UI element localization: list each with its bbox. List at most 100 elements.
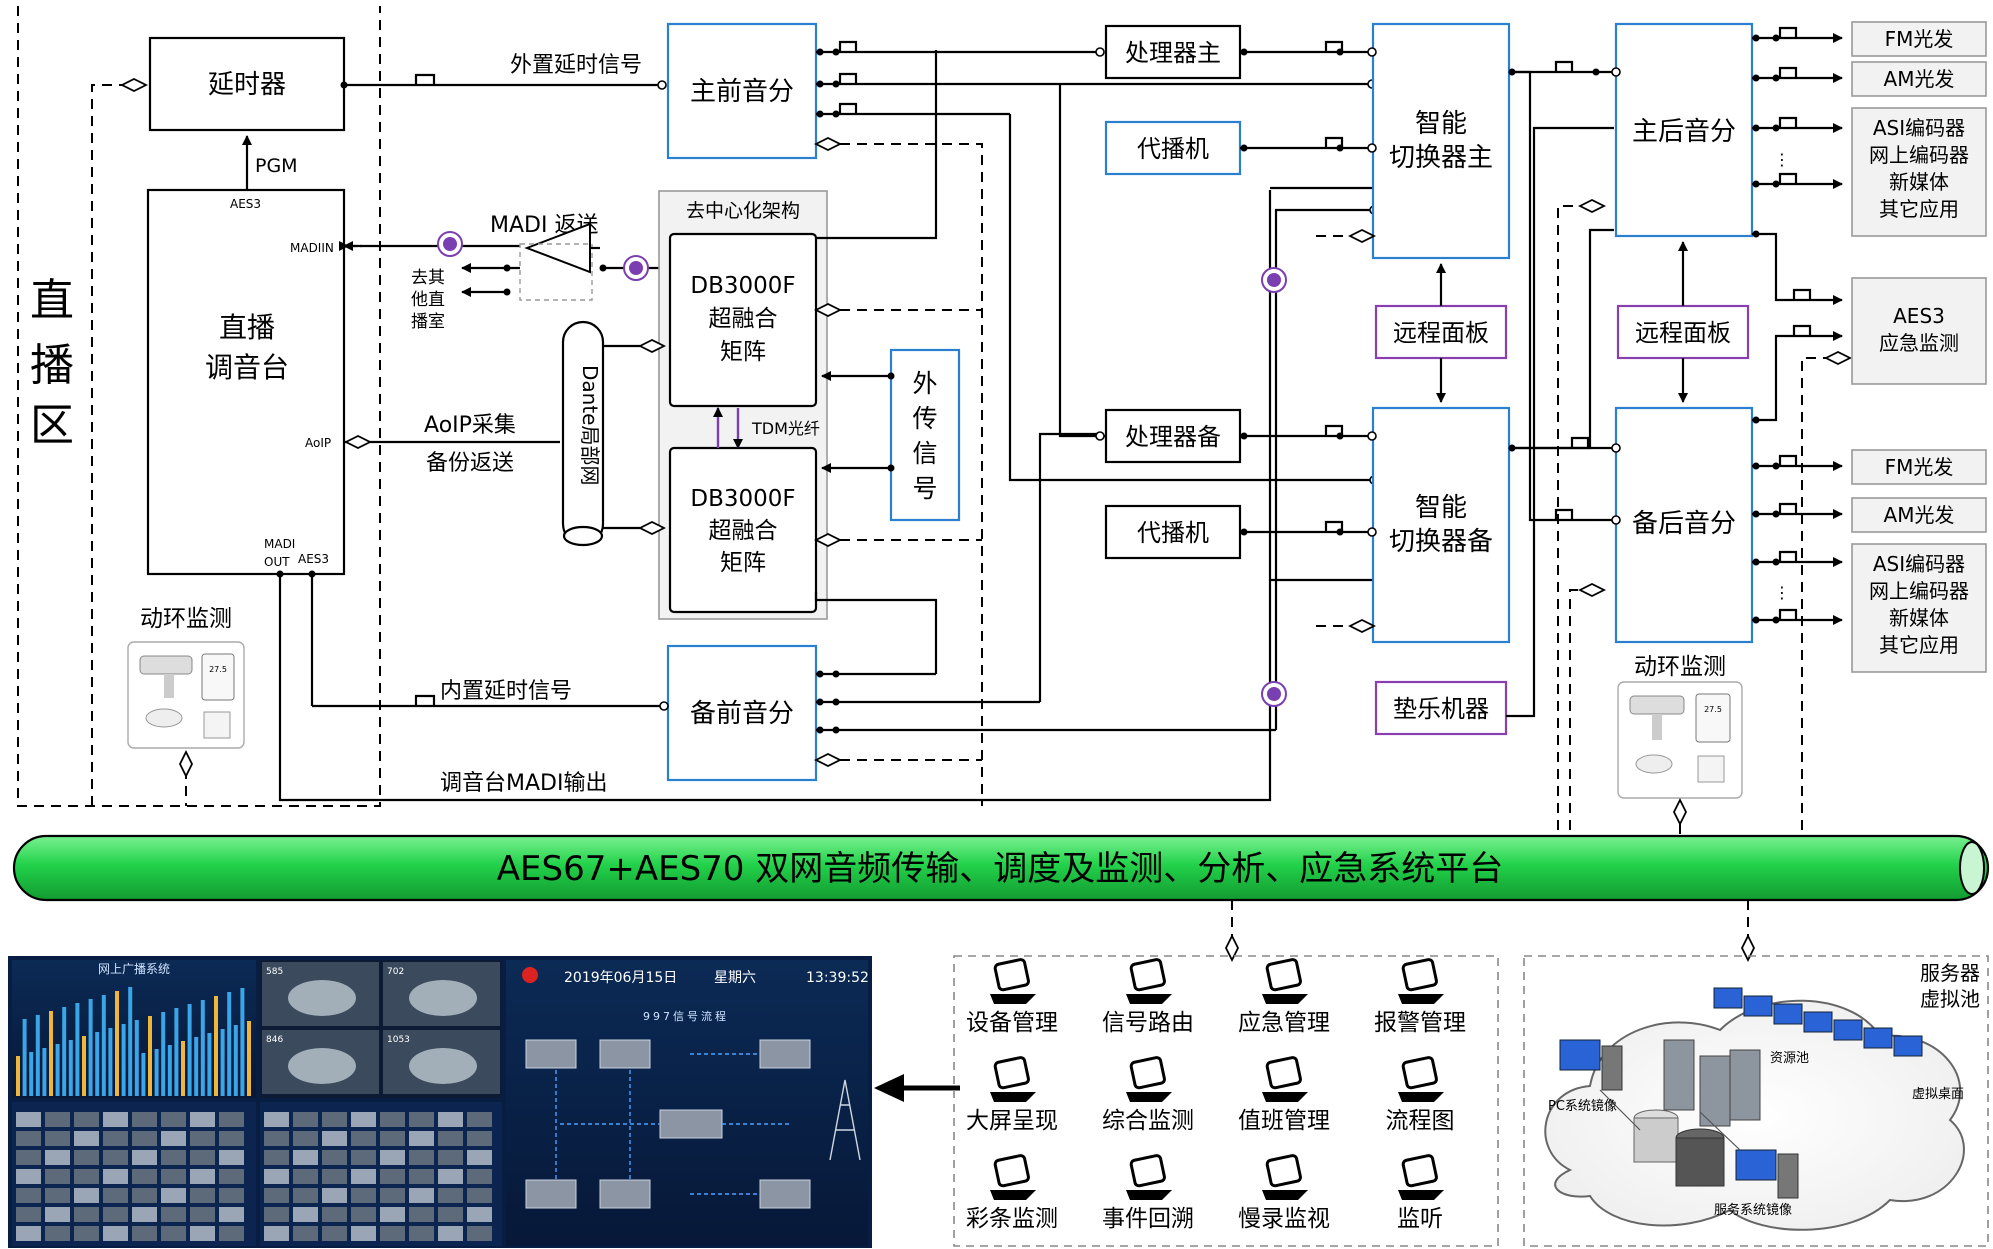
workstation-label: 监听: [1397, 1206, 1443, 1232]
workstation-label: 综合监测: [1102, 1108, 1194, 1134]
server-title-l1: 服务器: [1920, 961, 1980, 985]
workstation-7[interactable]: 值班管理: [1238, 1056, 1330, 1134]
switcher-to-rear: [1508, 60, 1621, 830]
server-pool-label: 资源池: [1770, 1051, 1809, 1066]
am-tx-bottom[interactable]: [1851, 497, 1987, 533]
workstation-frame: [953, 955, 1499, 1247]
console-label-line1: 直播: [219, 311, 275, 344]
delay-label: 延时器: [208, 70, 286, 100]
to-other-line2: 他直: [411, 290, 445, 310]
db1-line1: DB3000F: [690, 273, 795, 299]
backup-front-splitter[interactable]: [666, 644, 818, 782]
workstation-label: 流程图: [1386, 1108, 1455, 1134]
workstation-label: 信号路由: [1102, 1010, 1194, 1036]
aoip-port: AoIP: [305, 436, 331, 450]
encoders-top[interactable]: [1851, 107, 1987, 237]
ext-signal-box[interactable]: [889, 348, 961, 522]
workstation-1[interactable]: 设备管理: [966, 958, 1058, 1036]
delay-box[interactable]: [148, 36, 346, 132]
fm-tx-bottom-label: FM光发: [1885, 455, 1954, 479]
fm-tx-top-label: FM光发: [1885, 27, 1954, 51]
backup-front-label: 备前音分: [690, 699, 794, 729]
encoders-bottom[interactable]: [1851, 543, 1987, 673]
workstation-5[interactable]: 大屏呈现: [966, 1056, 1058, 1134]
main-front-splitter[interactable]: [666, 22, 818, 160]
main-rear-label: 主后音分: [1632, 117, 1736, 147]
db1-line3: 矩阵: [720, 339, 766, 365]
workstation-3[interactable]: 应急管理: [1238, 958, 1330, 1036]
decentral-label: 去中心化架构: [686, 200, 800, 222]
workstation-10[interactable]: 事件回溯: [1102, 1154, 1194, 1232]
smart-switcher-main[interactable]: [1371, 22, 1511, 260]
db1-line2: 超融合: [709, 306, 778, 332]
db2-line2: 超融合: [709, 518, 778, 544]
workstation-11[interactable]: 慢录监视: [1238, 1154, 1330, 1232]
workstation-9[interactable]: 彩条监测: [966, 1154, 1058, 1232]
processor-main-label: 处理器主: [1125, 39, 1221, 67]
env-monitor-left[interactable]: 27.5: [127, 641, 245, 749]
remote-panel-2[interactable]: [1616, 304, 1750, 360]
svg-text:846: 846: [266, 1035, 283, 1045]
aes3-top-port: AES3: [230, 197, 261, 211]
backup-rear-splitter[interactable]: [1614, 406, 1754, 644]
workstation-label: 应急管理: [1238, 1010, 1330, 1036]
bus-label: AES67+AES70 双网音频传输、调度及监测、分析、应急系统平台: [497, 849, 1503, 889]
encoders-top-l4: 其它应用: [1879, 197, 1959, 221]
svg-text:27.5: 27.5: [209, 665, 227, 674]
main-front-label: 主前音分: [690, 77, 794, 107]
workstation-label: 报警管理: [1374, 1010, 1466, 1036]
processor-backup-label: 处理器备: [1125, 423, 1221, 451]
smart-switcher-backup[interactable]: [1371, 406, 1511, 644]
madi-out-port-line2: OUT: [264, 555, 290, 569]
relay1-label: 代播机: [1137, 135, 1209, 163]
relay2-label: 代播机: [1137, 519, 1209, 547]
screen-flow-title: 997信号流程: [643, 1009, 729, 1023]
console-madi-label: 调音台MADI输出: [440, 771, 607, 796]
server-service-image-label: 服务系统镜像: [1714, 1202, 1792, 1218]
svg-text:585: 585: [266, 967, 283, 977]
workstation-8[interactable]: 流程图: [1386, 1056, 1455, 1134]
svg-text:区: 区: [30, 400, 74, 451]
filler-machine[interactable]: [1374, 680, 1508, 736]
svg-text:⋮: ⋮: [1774, 150, 1790, 169]
svg-text:播: 播: [30, 340, 74, 391]
backup-return-label: 备份返送: [426, 451, 514, 476]
workstation-4[interactable]: 报警管理: [1374, 958, 1466, 1036]
main-rear-splitter[interactable]: [1614, 22, 1754, 238]
aes3-emergency-l2: 应急监测: [1879, 331, 1959, 355]
main-front-outputs: [813, 40, 1379, 806]
workstation-6[interactable]: 综合监测: [1102, 1056, 1194, 1134]
workstation-label: 值班管理: [1238, 1108, 1330, 1134]
db3000f-box-2[interactable]: [668, 446, 818, 614]
workstation-2[interactable]: 信号路由: [1102, 958, 1194, 1036]
ext-delay-label: 外置延时信号: [510, 53, 642, 78]
live-console-box[interactable]: [146, 188, 346, 576]
switcher-backup-l2: 切换器备: [1389, 527, 1493, 557]
processor-backup[interactable]: [1104, 408, 1242, 464]
screen-time: 13:39:52: [806, 970, 869, 986]
db3000f-box-1[interactable]: [668, 232, 818, 408]
workstation-label: 大屏呈现: [966, 1108, 1058, 1134]
aes3-emergency-monitor[interactable]: [1851, 277, 1987, 385]
filler-label: 垫乐机器: [1393, 695, 1489, 723]
console-label-line2: 调音台: [205, 351, 289, 384]
int-delay-label: 内置延时信号: [440, 679, 572, 704]
level-meters: [16, 987, 251, 1096]
fm-tx-top[interactable]: [1851, 21, 1987, 57]
env-monitor-right-label: 动环监测: [1634, 654, 1726, 680]
am-tx-top[interactable]: [1851, 61, 1987, 97]
switcher-main-l2: 切换器主: [1389, 143, 1493, 173]
fm-tx-bottom[interactable]: [1851, 449, 1987, 485]
workstation-12[interactable]: 监听: [1397, 1154, 1444, 1232]
remote1-label: 远程面板: [1393, 319, 1489, 347]
svg-text:27.5: 27.5: [1704, 705, 1722, 714]
env-monitor-right[interactable]: 27.5: [1617, 681, 1743, 799]
server-cloud[interactable]: 资源池 PC系统镜像 虚拟桌面 服务系统镜像: [1544, 987, 1965, 1231]
workstation-grid: 设备管理信号路由 应急管理 报警管理大屏呈现 综合监测 值班管理 流程图彩条监测事件回溯慢…: [966, 958, 1466, 1232]
dante-label: Dante局部网: [578, 365, 602, 485]
backup-rear-label: 备后音分: [1632, 509, 1736, 539]
switcher-inputs: [1058, 40, 1614, 718]
